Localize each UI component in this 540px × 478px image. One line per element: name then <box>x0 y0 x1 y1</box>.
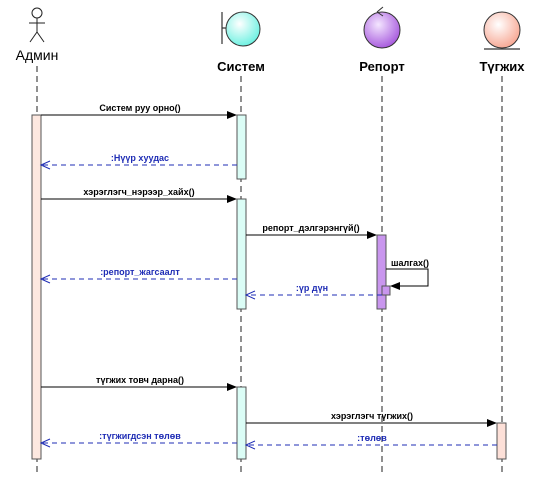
return-home-page: :Нүүр хуудас <box>39 153 237 170</box>
participant-report-label: Репорт <box>359 59 405 74</box>
return-result: :үр дүн <box>244 283 382 300</box>
activation-admin <box>31 114 42 460</box>
message-lock-user: хэрэглэгч түгжих() <box>246 411 497 427</box>
return-label: :Нүүр хуудас <box>111 153 169 163</box>
activation-report-self <box>381 285 391 296</box>
message-press-lock: түгжих товч дарна() <box>41 375 237 391</box>
participant-payment: Түгжих <box>479 11 525 74</box>
return-label: :репорт_жагсаалт <box>100 267 180 277</box>
return-label: :төлөв <box>357 433 387 443</box>
arrowhead-icon <box>390 282 400 290</box>
activation-system-2 <box>236 198 247 310</box>
entity-circle-icon <box>483 11 521 49</box>
actor-head-icon <box>31 7 43 19</box>
message-label: репорт_дэлгэрэнгүй() <box>262 223 359 233</box>
open-arrowhead-icon <box>39 160 51 170</box>
open-arrowhead-icon <box>244 290 256 300</box>
actor-admin: Админ <box>16 7 59 63</box>
message-label: Систем руу орно() <box>99 103 180 113</box>
arrowhead-icon <box>227 383 237 391</box>
control-arrow-icon <box>376 6 384 17</box>
activation-system-1 <box>236 114 247 180</box>
actor-leg-right-icon <box>36 31 45 43</box>
message-label: түгжих товч дарна() <box>96 375 184 385</box>
message-report-details: репорт_дэлгэрэнгүй() <box>246 223 377 239</box>
actor-leg-left-icon <box>29 31 38 43</box>
participant-system-label: Систем <box>217 59 265 74</box>
open-arrowhead-icon <box>39 274 51 284</box>
activation-system-3 <box>236 386 247 460</box>
arrowhead-icon <box>487 419 497 427</box>
message-label: шалгах() <box>391 258 429 268</box>
boundary-circle-icon <box>225 11 261 47</box>
participant-system: Систем <box>217 11 265 74</box>
activation-report <box>376 234 387 310</box>
message-label: хэрэглэгч_нэрээр_хайх() <box>83 187 194 197</box>
arrowhead-icon <box>227 195 237 203</box>
arrowhead-icon <box>227 111 237 119</box>
open-arrowhead-icon <box>244 440 256 450</box>
open-arrowhead-icon <box>39 438 51 448</box>
return-locked-status: :түгжигдсэн төлөв <box>39 431 237 448</box>
self-message-line <box>386 268 429 287</box>
message-search-user: хэрэглэгч_нэрээр_хайх() <box>41 187 237 203</box>
message-check-self: шалгах() <box>386 258 429 290</box>
return-label: :үр дүн <box>296 283 328 293</box>
participant-admin-label: Админ <box>16 47 59 63</box>
return-report-list: :репорт_жагсаалт <box>39 267 237 284</box>
message-enter-system: Систем руу орно() <box>41 103 237 119</box>
participant-payment-label: Түгжих <box>479 59 525 74</box>
arrowhead-icon <box>367 231 377 239</box>
message-label: хэрэглэгч түгжих() <box>331 411 413 421</box>
return-label: :түгжигдсэн төлөв <box>99 431 181 441</box>
return-status: :төлөв <box>244 433 497 450</box>
activation-payment <box>496 422 507 460</box>
participant-report: Репорт <box>359 6 405 74</box>
control-circle-icon <box>363 11 401 49</box>
